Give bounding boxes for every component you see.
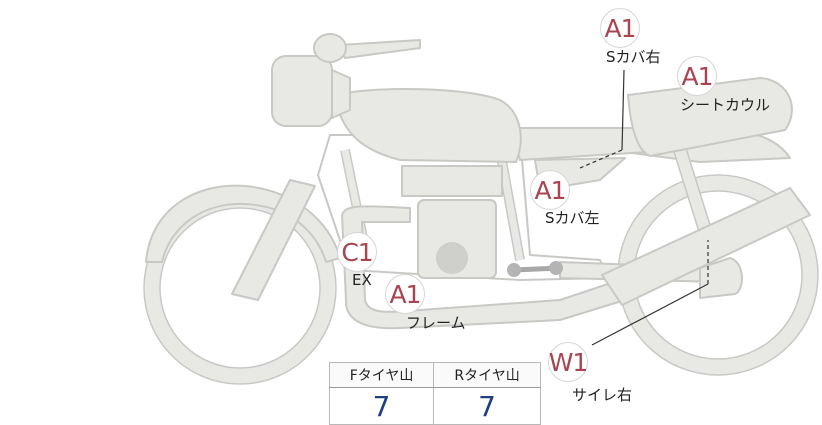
- front-tread-header: Fタイヤ山: [328, 362, 435, 388]
- damage-marker-frame[interactable]: A1: [385, 274, 425, 314]
- front-fork: [231, 179, 316, 301]
- damage-marker-exhaust[interactable]: C1: [337, 232, 377, 272]
- seat-cowl: [627, 77, 793, 157]
- damage-marker-s-cover-right[interactable]: A1: [600, 8, 640, 48]
- leader-s-cover-right: [621, 69, 625, 151]
- rear-tread-value: 7: [433, 387, 541, 425]
- label-s-cover-right: Sカバ右: [606, 48, 661, 66]
- damage-marker-silencer-right[interactable]: W1: [548, 342, 588, 382]
- label-silencer-right: サイレ右: [572, 386, 633, 404]
- leader-silencer-right: [591, 283, 709, 346]
- silencer: [601, 187, 811, 306]
- engine-top: [401, 165, 503, 197]
- rear-tread-header: Rタイヤ山: [433, 362, 541, 388]
- seat: [511, 127, 649, 161]
- exhaust-pipe: [341, 205, 626, 330]
- damage-marker-seat-cowl[interactable]: A1: [677, 56, 717, 96]
- label-frame: フレーム: [406, 314, 466, 332]
- damage-marker-s-cover-left[interactable]: A1: [530, 170, 570, 210]
- headlight: [271, 55, 333, 127]
- label-s-cover-left: Sカバ左: [545, 209, 600, 227]
- front-tread-value: 7: [328, 387, 435, 425]
- tire-tread-table: Fタイヤ山 Rタイヤ山 7 7: [328, 362, 541, 425]
- label-exhaust: EX: [352, 271, 372, 289]
- fuel-tank: [334, 88, 522, 163]
- label-seat-cowl: シートカウル: [680, 96, 771, 114]
